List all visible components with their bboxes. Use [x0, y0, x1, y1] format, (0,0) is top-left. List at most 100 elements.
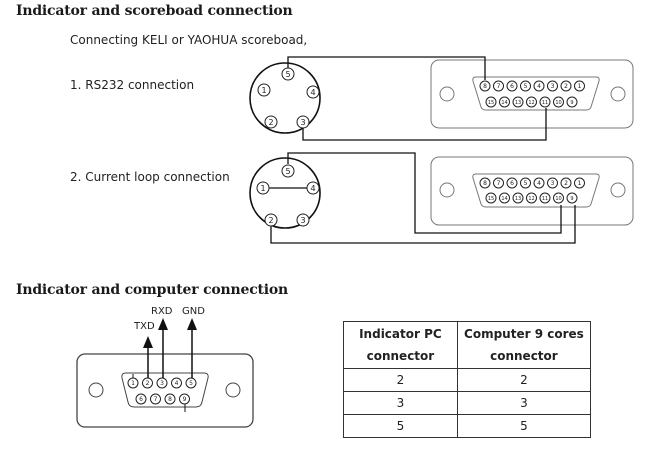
din-pin-5-label: 5: [285, 167, 290, 176]
db9-pin-2: 2: [142, 377, 153, 389]
din-pin-3: 3: [296, 213, 310, 227]
db15-pin-6-label: 6: [510, 180, 514, 187]
db9-pin-1-label: 1: [131, 380, 135, 387]
din-pin-4-label: 4: [310, 184, 315, 193]
db15-pin-14: 14: [499, 192, 510, 204]
db15-pin-8-label: 8: [483, 180, 487, 187]
table-header-row: Indicator PC connector Computer 9 cores …: [343, 321, 592, 369]
db9-pin-9-label: 9: [183, 396, 187, 403]
din-pin-1: 1: [256, 181, 270, 195]
table-row: 3 3: [343, 391, 592, 415]
din-pin-2-label: 2: [268, 118, 273, 127]
header-indicator: Indicator PC connector: [343, 321, 458, 369]
db15-pin-4-label: 4: [537, 83, 541, 90]
db9-pin-3-label: 3: [160, 380, 164, 387]
db15-pin-4: 4: [533, 177, 545, 189]
db15-connector-rs232: [430, 59, 634, 129]
db15-pin-15: 15: [485, 96, 497, 108]
db15-pin-3-label: 3: [551, 180, 555, 187]
db15-pin-2-label: 2: [564, 83, 568, 90]
db15-pin-13: 13: [512, 192, 524, 204]
cell-computer: 5: [456, 414, 592, 438]
cell-indicator: 2: [343, 368, 458, 392]
db9-pin-8-label: 8: [168, 396, 172, 403]
db15-pin-1-label: 1: [578, 83, 582, 90]
din-pin-5-label: 5: [285, 70, 290, 79]
din-pin-1-label: 1: [261, 86, 266, 95]
db9-pin-3: 3: [156, 377, 168, 389]
db15-pin-7: 7: [493, 177, 504, 189]
table-row: 5 5: [343, 414, 592, 438]
db15-pin-7: 7: [493, 80, 504, 92]
db15-connector-current-loop: [430, 156, 634, 226]
din-connector-rs232: [249, 62, 321, 134]
db15-pin-8: 8: [479, 80, 491, 92]
gnd-label: GND: [182, 306, 205, 317]
db15-pin-10-label: 10: [555, 100, 561, 106]
db15-pin-2: 2: [560, 80, 572, 92]
header-computer: Computer 9 cores connector: [456, 321, 592, 369]
cell-computer: 2: [456, 368, 592, 392]
din-pin-5: 5: [281, 67, 295, 81]
db15-pin-9: 9: [566, 192, 578, 204]
db15-pin-2: 2: [560, 177, 572, 189]
din-pin-3: 3: [296, 115, 310, 129]
din-pin-1-label: 1: [260, 184, 265, 193]
db15-pin-5-label: 5: [524, 83, 528, 90]
din-pin-4-label: 4: [310, 88, 315, 97]
db15-pin-8-label: 8: [483, 83, 487, 90]
din-pin-2: 2: [264, 213, 278, 227]
db15-pin-4-label: 4: [537, 180, 541, 187]
db15-pin-2-label: 2: [564, 180, 568, 187]
db9-pin-4: 4: [171, 377, 182, 389]
db15-pin-14: 14: [499, 96, 510, 108]
din-pin-5: 5: [281, 164, 295, 178]
db9-pin-8: 8: [164, 393, 176, 405]
db15-pin-12-label: 12: [528, 100, 534, 106]
db9-pin-9: 9: [179, 393, 190, 405]
db15-pin-13-label: 13: [515, 100, 521, 106]
pin-mapping-table: Indicator PC connector Computer 9 cores …: [343, 321, 592, 438]
db15-pin-1: 1: [574, 80, 585, 92]
db15-pin-15-label: 15: [488, 100, 494, 106]
db15-pin-5: 5: [520, 80, 531, 92]
rxd-arrow: [158, 318, 168, 380]
txd-arrow: [143, 336, 153, 380]
din-pin-3-label: 3: [300, 216, 305, 225]
section-title-computer: Indicator and computer connection: [16, 282, 289, 298]
db15-pin-7-label: 7: [497, 83, 501, 90]
gnd-arrow: [187, 318, 197, 380]
db15-pin-5: 5: [520, 177, 531, 189]
db15-pin-13-label: 13: [515, 196, 521, 202]
section-title-scoreboard: Indicator and scoreboad connection: [16, 3, 293, 19]
db9-pin-2-label: 2: [146, 380, 150, 387]
wire-din3-to-db15-11: [302, 108, 547, 141]
din-pin-4: 4: [306, 181, 320, 195]
db15-pin-6: 6: [506, 177, 518, 189]
db9-connector: [76, 353, 254, 428]
din-pin-2: 2: [264, 115, 278, 129]
db15-pin-1: 1: [574, 177, 585, 189]
din-pin-1: 1: [257, 83, 271, 97]
din-pin-3-label: 3: [300, 118, 305, 127]
cell-indicator: 5: [343, 414, 458, 438]
txd-label: TXD: [134, 321, 155, 332]
db15-pin-9-label: 9: [570, 196, 573, 202]
db15-pin-6: 6: [506, 80, 518, 92]
db15-pin-5-label: 5: [524, 180, 528, 187]
db9-pin-4-label: 4: [175, 380, 179, 387]
table-row: 2 2: [343, 368, 592, 392]
db15-pin-12: 12: [526, 96, 537, 108]
db15-pin-6-label: 6: [510, 83, 514, 90]
wire-din5-to-db15-loop: [287, 152, 562, 234]
db15-pin-15: 15: [485, 192, 497, 204]
db15-pin-13: 13: [512, 96, 524, 108]
db15-pin-10: 10: [553, 96, 564, 108]
db15-pin-10: 10: [553, 192, 564, 204]
db15-pin-11-label: 11: [542, 100, 548, 106]
wire-din2-to-db15-9: [270, 205, 576, 244]
current-loop-connection-label: 2. Current loop connection: [70, 170, 230, 184]
db9-pin-5-label: 5: [189, 380, 193, 387]
db15-pin-3: 3: [547, 80, 558, 92]
